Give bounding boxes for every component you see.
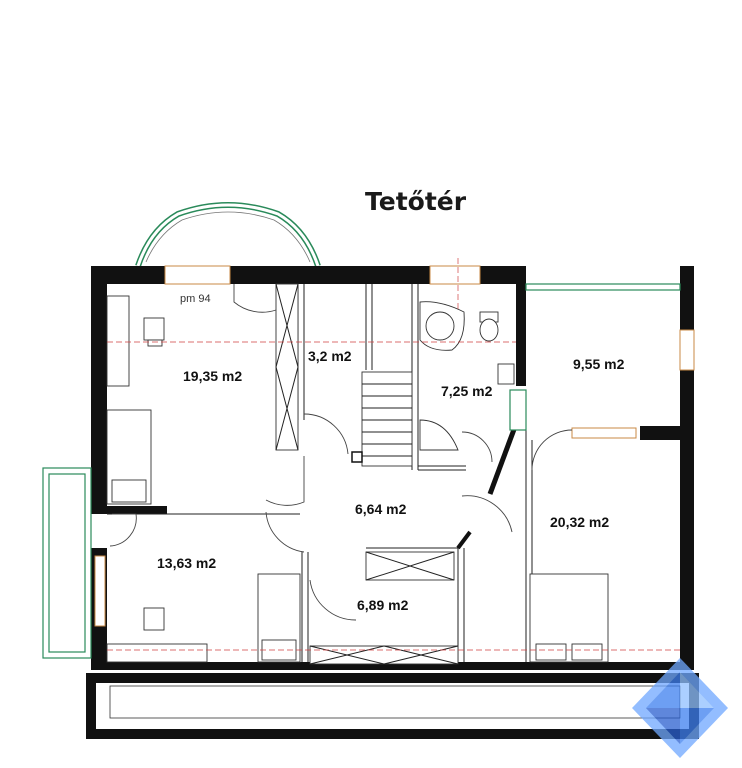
terrace-rail	[86, 673, 699, 739]
closet-cabinet	[309, 551, 459, 665]
door-swings	[109, 284, 573, 621]
windows	[42, 265, 695, 659]
plan-note: pm 94	[180, 293, 211, 305]
room-area-label: 7,25 m2	[441, 383, 493, 399]
room-labels: pm 94 19,35 m2 3,2 m2 7,25 m2 9,55 m2 6,…	[157, 293, 625, 613]
room-area-label: 19,35 m2	[183, 368, 242, 384]
room-area-label: 20,32 m2	[550, 514, 609, 530]
furniture	[106, 295, 609, 663]
room-area-label: 3,2 m2	[308, 348, 352, 364]
room-area-label: 13,63 m2	[157, 555, 216, 571]
room-area-label: 9,55 m2	[573, 356, 625, 372]
staircase	[351, 371, 413, 467]
plan-title: Tetőtér	[365, 187, 467, 216]
section-lines	[107, 258, 680, 651]
room-area-label: 6,89 m2	[357, 597, 409, 613]
diamond-logo-icon	[632, 658, 728, 758]
bay-window	[135, 202, 321, 267]
bathroom-fixtures	[419, 301, 527, 451]
interior-walls	[107, 284, 533, 662]
wardrobe-cabinet	[275, 283, 299, 451]
outer-walls	[91, 266, 694, 670]
room-area-label: 6,64 m2	[355, 501, 407, 517]
